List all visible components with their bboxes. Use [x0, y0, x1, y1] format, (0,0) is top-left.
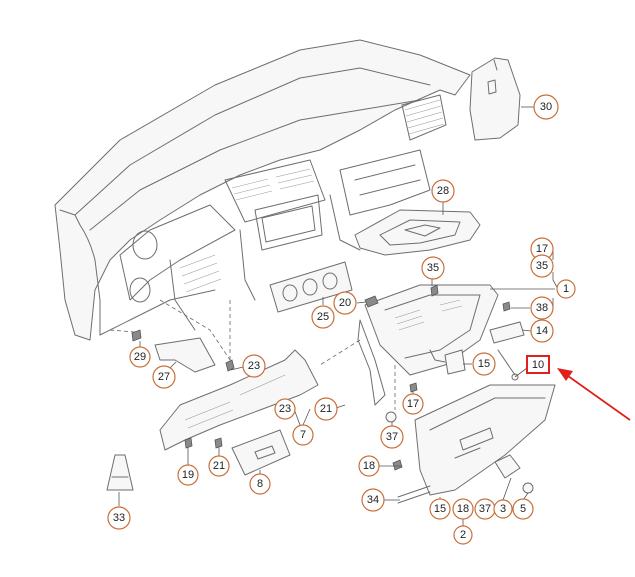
callout-5[interactable]: 5 [512, 498, 534, 520]
small-parts [106, 284, 534, 504]
callout-33[interactable]: 33 [107, 506, 131, 530]
callout-21[interactable]: 21 [208, 455, 230, 477]
callout-21[interactable]: 21 [314, 397, 338, 421]
svg-text:28: 28 [437, 185, 449, 197]
svg-text:3: 3 [500, 503, 506, 515]
svg-text:25: 25 [317, 311, 329, 323]
svg-text:19: 19 [182, 469, 194, 481]
part-1-glovebox-housing [357, 284, 499, 406]
callout-19[interactable]: 19 [177, 464, 199, 486]
callout-30[interactable]: 30 [533, 94, 559, 120]
svg-text:23: 23 [279, 403, 291, 415]
svg-text:33: 33 [113, 512, 125, 524]
svg-text:38: 38 [536, 302, 548, 314]
svg-text:21: 21 [320, 403, 332, 415]
svg-text:2: 2 [460, 529, 466, 541]
callout-23[interactable]: 23 [274, 398, 296, 420]
svg-text:23: 23 [248, 360, 260, 372]
highlight-arrow [557, 368, 631, 421]
callout-10-highlighted[interactable]: 10 [526, 355, 550, 374]
svg-text:18: 18 [457, 503, 469, 515]
svg-text:15: 15 [478, 358, 490, 370]
assembly-lines [109, 299, 396, 410]
svg-text:1: 1 [563, 283, 569, 295]
part-2-glovebox-lid [414, 384, 556, 496]
callout-37[interactable]: 37 [380, 425, 404, 449]
callout-17[interactable]: 17 [402, 393, 424, 415]
svg-text:37: 37 [479, 503, 491, 515]
svg-text:10: 10 [532, 359, 544, 371]
callout-2[interactable]: 2 [453, 525, 473, 545]
svg-text:21: 21 [213, 460, 225, 472]
svg-text:29: 29 [134, 351, 146, 363]
svg-text:15: 15 [434, 503, 446, 515]
callout-34[interactable]: 34 [361, 488, 385, 512]
callout-15[interactable]: 15 [472, 352, 496, 376]
callout-15[interactable]: 15 [429, 498, 451, 520]
svg-text:30: 30 [540, 101, 552, 113]
callout-38[interactable]: 38 [530, 296, 554, 320]
callout-1[interactable]: 1 [556, 279, 576, 299]
svg-text:5: 5 [520, 503, 526, 515]
callout-3[interactable]: 3 [493, 499, 513, 519]
callout-20[interactable]: 20 [333, 291, 357, 315]
part-25-climate-panel [269, 261, 353, 313]
callout-35[interactable]: 35 [530, 254, 554, 278]
callout-17[interactable]: 17 [530, 237, 554, 261]
callout-27[interactable]: 27 [152, 365, 176, 389]
svg-text:14: 14 [536, 325, 548, 337]
callout-18[interactable]: 18 [452, 498, 474, 520]
svg-text:20: 20 [339, 297, 351, 309]
part-30-side-trim [469, 57, 521, 141]
callout-28[interactable]: 28 [431, 179, 455, 203]
svg-text:17: 17 [536, 243, 548, 255]
callout-29[interactable]: 29 [129, 346, 151, 368]
svg-text:7: 7 [300, 429, 306, 441]
svg-text:35: 35 [427, 262, 439, 274]
callout-14[interactable]: 14 [530, 319, 554, 343]
callout-23[interactable]: 23 [242, 354, 266, 378]
callout-35[interactable]: 35 [421, 256, 445, 280]
part-28-tray [354, 209, 481, 256]
callout-18[interactable]: 18 [358, 455, 380, 477]
svg-text:27: 27 [158, 371, 170, 383]
svg-text:34: 34 [367, 494, 379, 506]
svg-text:8: 8 [257, 478, 263, 490]
svg-text:18: 18 [363, 460, 375, 472]
svg-text:37: 37 [386, 431, 398, 443]
dashboard-panel [54, 39, 471, 341]
callout-25[interactable]: 25 [311, 305, 335, 329]
svg-text:35: 35 [536, 260, 548, 272]
callout-8[interactable]: 8 [249, 473, 271, 495]
svg-text:17: 17 [407, 398, 419, 410]
callout-7[interactable]: 7 [292, 424, 314, 446]
callout-37[interactable]: 37 [474, 498, 496, 520]
